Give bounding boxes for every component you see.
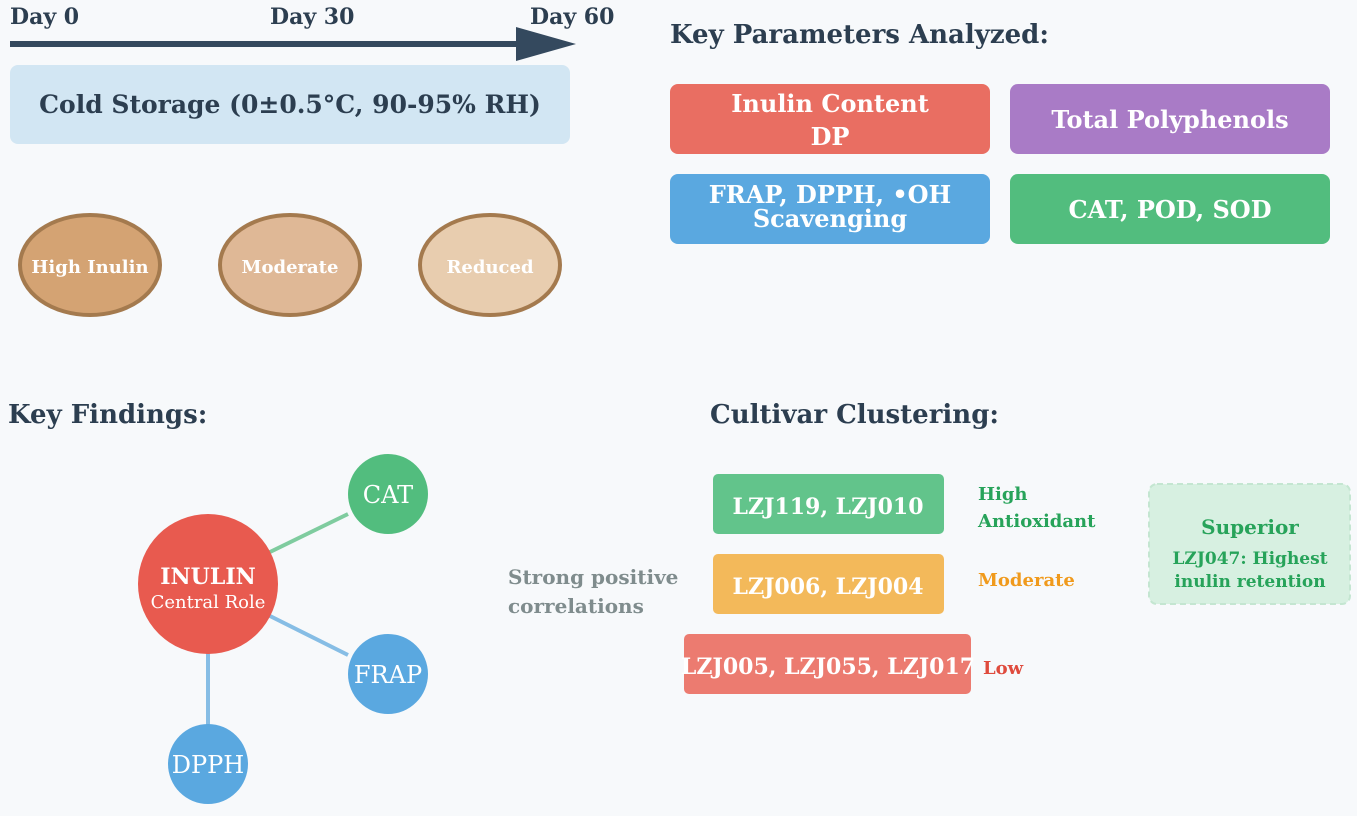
- tuber-label: High Inulin: [31, 257, 148, 278]
- cluster-cultivars: LZJ119, LZJ010: [732, 494, 923, 520]
- param-antioxidant-assays: FRAP, DPPH, •OH Scavenging: [670, 174, 990, 244]
- clustering-panel: Cultivar Clustering: LZJ119, LZJ010 High…: [681, 400, 1351, 694]
- inulin-circle: [138, 514, 278, 654]
- param-enzymes: CAT, POD, SOD: [1010, 174, 1330, 244]
- correlation-note-line2: correlations: [508, 594, 644, 618]
- parameters-title: Key Parameters Analyzed:: [670, 20, 1049, 50]
- tuber-label: Reduced: [446, 257, 533, 278]
- cluster-label-line2: Antioxidant: [977, 511, 1096, 532]
- connector-inulin-frap: [267, 613, 349, 657]
- findings-title: Key Findings:: [8, 400, 207, 430]
- param-box: [670, 84, 990, 154]
- cat-circle: [348, 454, 428, 534]
- timeline: Day 0 Day 30 Day 60: [10, 4, 614, 61]
- frap-node: FRAP: [348, 634, 428, 714]
- param-line2: Scavenging: [753, 204, 908, 233]
- param-line1: FRAP, DPPH, •OH: [709, 180, 951, 209]
- clustering-title: Cultivar Clustering:: [710, 400, 999, 430]
- superior-callout: Superior LZJ047: Highest inulin retentio…: [1148, 483, 1351, 605]
- tuber-label: Moderate: [242, 257, 339, 278]
- dpph-node: DPPH: [168, 724, 248, 804]
- cluster-box: [713, 554, 944, 614]
- cluster-low: LZJ005, LZJ055, LZJ017 Low: [681, 634, 1024, 694]
- parameters-panel: Key Parameters Analyzed: Inulin Content …: [670, 20, 1330, 244]
- superior-box: [1148, 483, 1351, 605]
- findings-panel: Key Findings: INULIN Central Role CAT FR…: [8, 400, 678, 804]
- param-box: [670, 174, 990, 244]
- day-30-label: Day 30: [270, 4, 354, 30]
- param-total-polyphenols: Total Polyphenols: [1010, 84, 1330, 154]
- tuber-shape: [218, 213, 362, 317]
- day-0-label: Day 0: [10, 4, 79, 30]
- superior-title: Superior: [1201, 515, 1299, 539]
- param-line2: DP: [811, 122, 850, 151]
- superior-line2: inulin retention: [1174, 572, 1325, 592]
- tuber-moderate: Moderate: [218, 213, 362, 317]
- param-inulin-content: Inulin Content DP: [670, 84, 990, 154]
- inulin-title: INULIN: [160, 564, 255, 590]
- frap-circle: [348, 634, 428, 714]
- connector-inulin-cat: [269, 512, 349, 554]
- cluster-box: [713, 474, 944, 534]
- cold-storage-box: Cold Storage (0±0.5°C, 90-95% RH): [10, 65, 570, 144]
- cluster-cultivars: LZJ006, LZJ004: [732, 574, 923, 600]
- tuber-reduced: Reduced: [418, 213, 562, 317]
- cluster-box: [684, 634, 971, 694]
- frap-label: FRAP: [354, 661, 422, 689]
- cluster-label-line1: High: [978, 484, 1028, 505]
- cold-storage-background: [10, 65, 570, 144]
- cat-label: CAT: [363, 481, 413, 509]
- tuber-shape: [418, 213, 562, 317]
- superior-line1: LZJ047: Highest: [1172, 549, 1327, 569]
- tuber-high-inulin: High Inulin: [18, 213, 162, 317]
- day-60-label: Day 60: [530, 4, 614, 30]
- cold-storage-label: Cold Storage (0±0.5°C, 90-95% RH): [39, 90, 541, 119]
- dpph-circle: [168, 724, 248, 804]
- tuber-group: High Inulin Moderate Reduced: [18, 213, 562, 317]
- cluster-label-line1: Low: [983, 658, 1024, 679]
- param-box: [1010, 174, 1330, 244]
- dpph-label: DPPH: [172, 751, 244, 779]
- param-line1: Inulin Content: [731, 89, 929, 118]
- cluster-moderate: LZJ006, LZJ004 Moderate: [713, 554, 1075, 614]
- inulin-subtitle: Central Role: [151, 592, 266, 613]
- tuber-shape: [18, 213, 162, 317]
- timeline-arrow-head: [516, 27, 576, 61]
- cluster-high: LZJ119, LZJ010 High Antioxidant: [713, 474, 1096, 534]
- param-box: [1010, 84, 1330, 154]
- cat-node: CAT: [348, 454, 428, 534]
- cluster-label-line1: Moderate: [978, 570, 1075, 591]
- correlation-note-line1: Strong positive: [508, 565, 678, 589]
- param-line1: CAT, POD, SOD: [1068, 195, 1271, 224]
- inulin-central-node: INULIN Central Role: [138, 514, 278, 654]
- cluster-cultivars: LZJ005, LZJ055, LZJ017: [681, 654, 975, 680]
- param-line1: Total Polyphenols: [1051, 105, 1288, 134]
